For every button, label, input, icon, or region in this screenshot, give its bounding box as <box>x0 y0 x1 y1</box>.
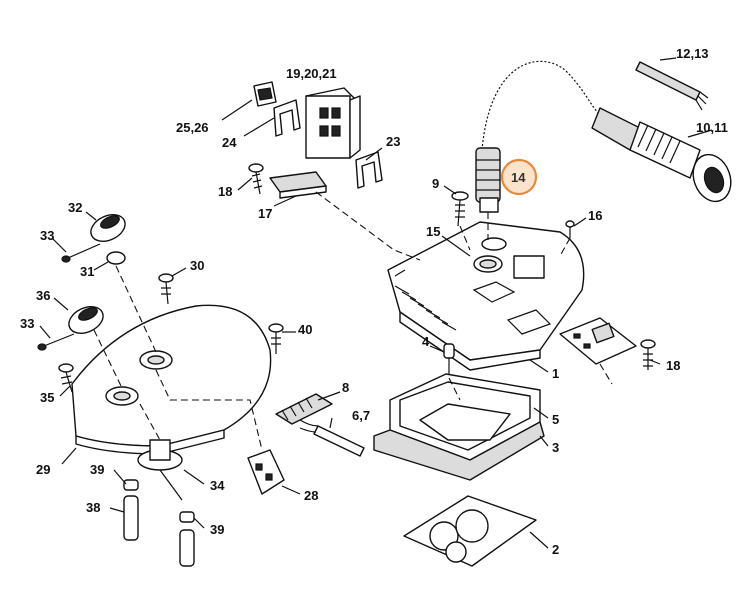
highlight-ring-14[interactable] <box>500 158 538 196</box>
seal-plate-2 <box>403 495 537 567</box>
label-18-top: 18 <box>218 184 232 199</box>
screw-18-right <box>640 339 656 370</box>
label-40: 40 <box>298 322 312 337</box>
leader-lines <box>39 99 661 549</box>
knob-36 <box>68 306 104 334</box>
label-33-top: 33 <box>40 228 54 243</box>
connector-28 <box>247 449 285 495</box>
label-17: 17 <box>258 206 272 221</box>
switch-34 <box>137 439 183 501</box>
label-4: 4 <box>422 334 430 349</box>
screw-4 <box>443 343 455 378</box>
base-3 <box>373 403 545 481</box>
sleeve-39-right <box>179 511 195 523</box>
label-33-bottom: 33 <box>20 316 34 331</box>
label-25-26: 25,26 <box>176 120 209 135</box>
label-12-13: 12,13 <box>676 46 709 61</box>
label-31: 31 <box>80 264 94 279</box>
screw-16 <box>565 220 575 238</box>
knob-32 <box>90 214 126 242</box>
label-38: 38 <box>86 500 100 515</box>
bracket-24 <box>273 99 301 137</box>
screw-30 <box>158 273 174 305</box>
label-5: 5 <box>552 412 559 427</box>
label-2: 2 <box>552 542 559 557</box>
housing-1 <box>387 221 585 371</box>
bracket-23 <box>355 151 383 189</box>
label-24: 24 <box>222 135 237 150</box>
label-35: 35 <box>40 390 54 405</box>
terminal-cover-25-26 <box>253 81 277 107</box>
pin-38 <box>123 495 139 541</box>
sleeve-39-left <box>123 479 139 491</box>
screw-18-top <box>248 163 264 195</box>
label-36: 36 <box>36 288 50 303</box>
label-29: 29 <box>36 462 50 477</box>
circuit-board <box>559 317 637 365</box>
label-19-20-21: 19,20,21 <box>286 66 337 81</box>
contactor <box>305 87 361 159</box>
cable-6-7 <box>299 419 365 457</box>
label-8: 8 <box>342 380 349 395</box>
cover-29 <box>71 304 272 455</box>
cable-gland-part-14 <box>475 147 501 213</box>
mounting-rail-17 <box>269 171 327 199</box>
label-15: 15 <box>426 224 440 239</box>
label-10-11: 10,11 <box>696 120 728 135</box>
screw-33-bottom <box>37 333 75 351</box>
label-3: 3 <box>552 440 559 455</box>
label-34: 34 <box>210 478 225 493</box>
cable-end-wires <box>635 57 709 111</box>
label-6-7: 6,7 <box>352 408 370 423</box>
label-39-left: 39 <box>90 462 104 477</box>
part-labels: 12,13 10,11 19,20,21 25,26 24 23 18 17 9… <box>20 46 728 557</box>
assembly-lines <box>93 191 613 451</box>
screw-40 <box>268 323 284 354</box>
cap-31 <box>106 251 126 265</box>
pin-38-right <box>179 529 195 567</box>
label-39-right: 39 <box>210 522 224 537</box>
label-23: 23 <box>386 134 400 149</box>
screw-33-top <box>61 243 101 263</box>
label-14-highlighted[interactable]: 14 <box>511 170 526 185</box>
label-32: 32 <box>68 200 82 215</box>
screw-35 <box>58 363 74 393</box>
label-1: 1 <box>552 366 559 381</box>
label-30: 30 <box>190 258 204 273</box>
terminal-block-8 <box>275 393 333 425</box>
power-plug <box>481 60 732 203</box>
label-9: 9 <box>432 176 439 191</box>
screw-9 <box>451 191 469 227</box>
label-28: 28 <box>304 488 318 503</box>
label-18-right: 18 <box>666 358 680 373</box>
label-16: 16 <box>588 208 602 223</box>
